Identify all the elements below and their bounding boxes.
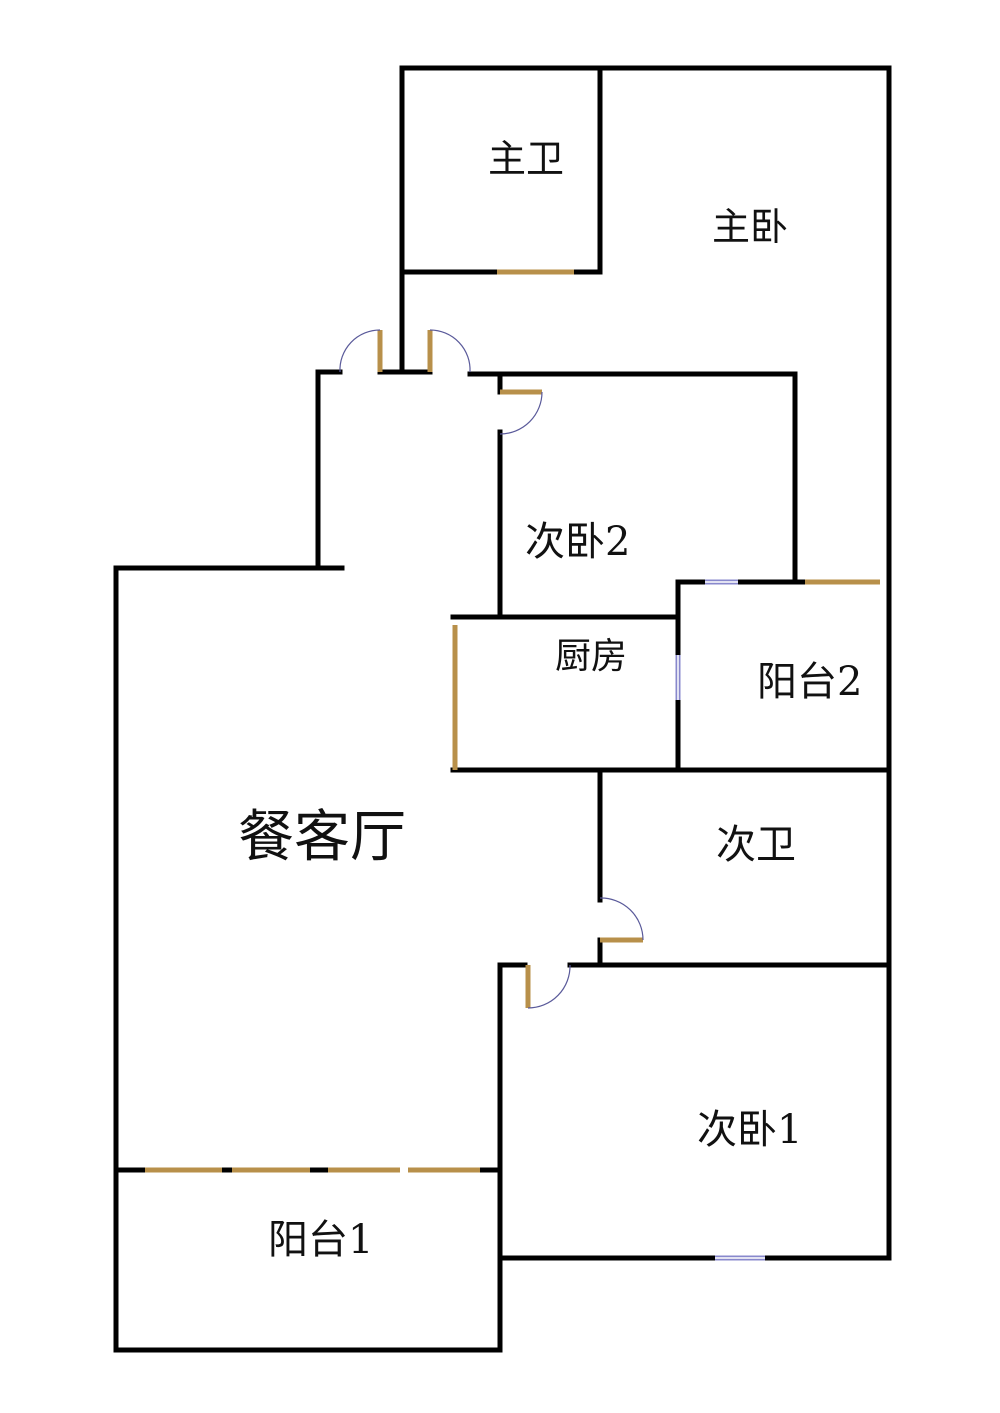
second-bath-door-swing bbox=[599, 897, 644, 941]
room-label-master-bath: 主卫 bbox=[488, 137, 564, 181]
bedroom2-door-swing bbox=[499, 391, 543, 435]
walls bbox=[113, 65, 892, 1353]
bedroom1-door-swing bbox=[527, 964, 571, 1009]
entry-door-left-swing bbox=[339, 329, 381, 373]
room-labels: 主卫 主卧 次卧2 厨房 阳台2 餐客厅 次卫 次卧1 阳台1 bbox=[238, 137, 862, 1263]
room-label-balcony-1: 阳台1 bbox=[268, 1217, 373, 1263]
doors bbox=[145, 269, 880, 1173]
room-label-second-bath: 次卫 bbox=[716, 822, 796, 868]
room-label-balcony-2: 阳台2 bbox=[757, 659, 862, 705]
room-label-second-bedroom-1: 次卧1 bbox=[697, 1107, 802, 1153]
windows bbox=[675, 579, 765, 1261]
room-label-second-bedroom-2: 次卧2 bbox=[525, 519, 630, 565]
master-bedroom-door-swing bbox=[429, 329, 471, 373]
room-label-living-dining: 餐客厅 bbox=[238, 805, 406, 870]
room-label-kitchen: 厨房 bbox=[555, 636, 627, 677]
room-label-master-bedroom: 主卧 bbox=[712, 205, 788, 249]
